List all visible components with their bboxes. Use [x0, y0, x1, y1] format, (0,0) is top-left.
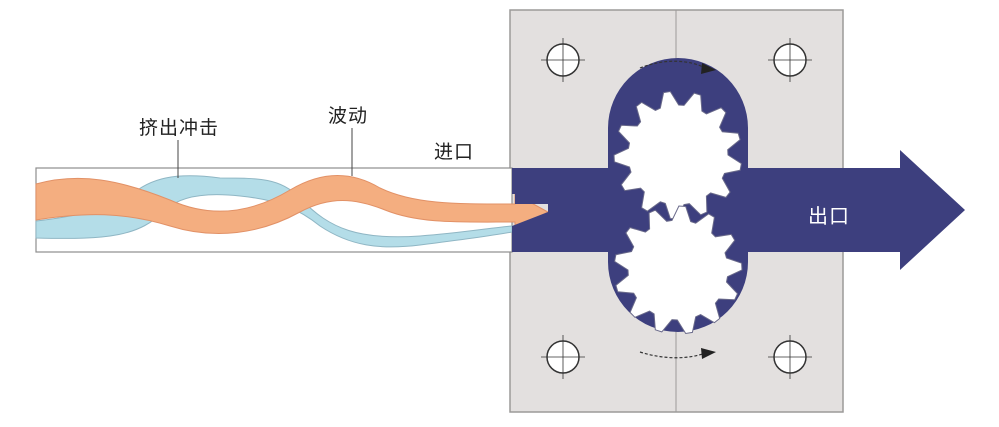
bolt-hole-icon	[768, 38, 812, 82]
squeeze-impact-label: 挤出冲击	[139, 117, 220, 139]
inlet-blue-fill	[512, 168, 548, 252]
bolt-hole-icon	[541, 335, 585, 379]
upper-gear-icon	[613, 90, 742, 220]
bolt-hole-icon	[768, 335, 812, 379]
rotation-arrow-icon	[639, 60, 716, 74]
rotation-arrow-icon	[639, 348, 716, 359]
inlet-label: 进口	[434, 141, 475, 163]
bolt-hole-icon	[541, 38, 585, 82]
outlet-label: 出口	[808, 204, 850, 228]
gear-pair	[613, 90, 743, 335]
wave-label: 波动	[328, 105, 369, 127]
lower-gear-icon	[614, 205, 743, 335]
light-blue-stream	[35, 175, 513, 248]
